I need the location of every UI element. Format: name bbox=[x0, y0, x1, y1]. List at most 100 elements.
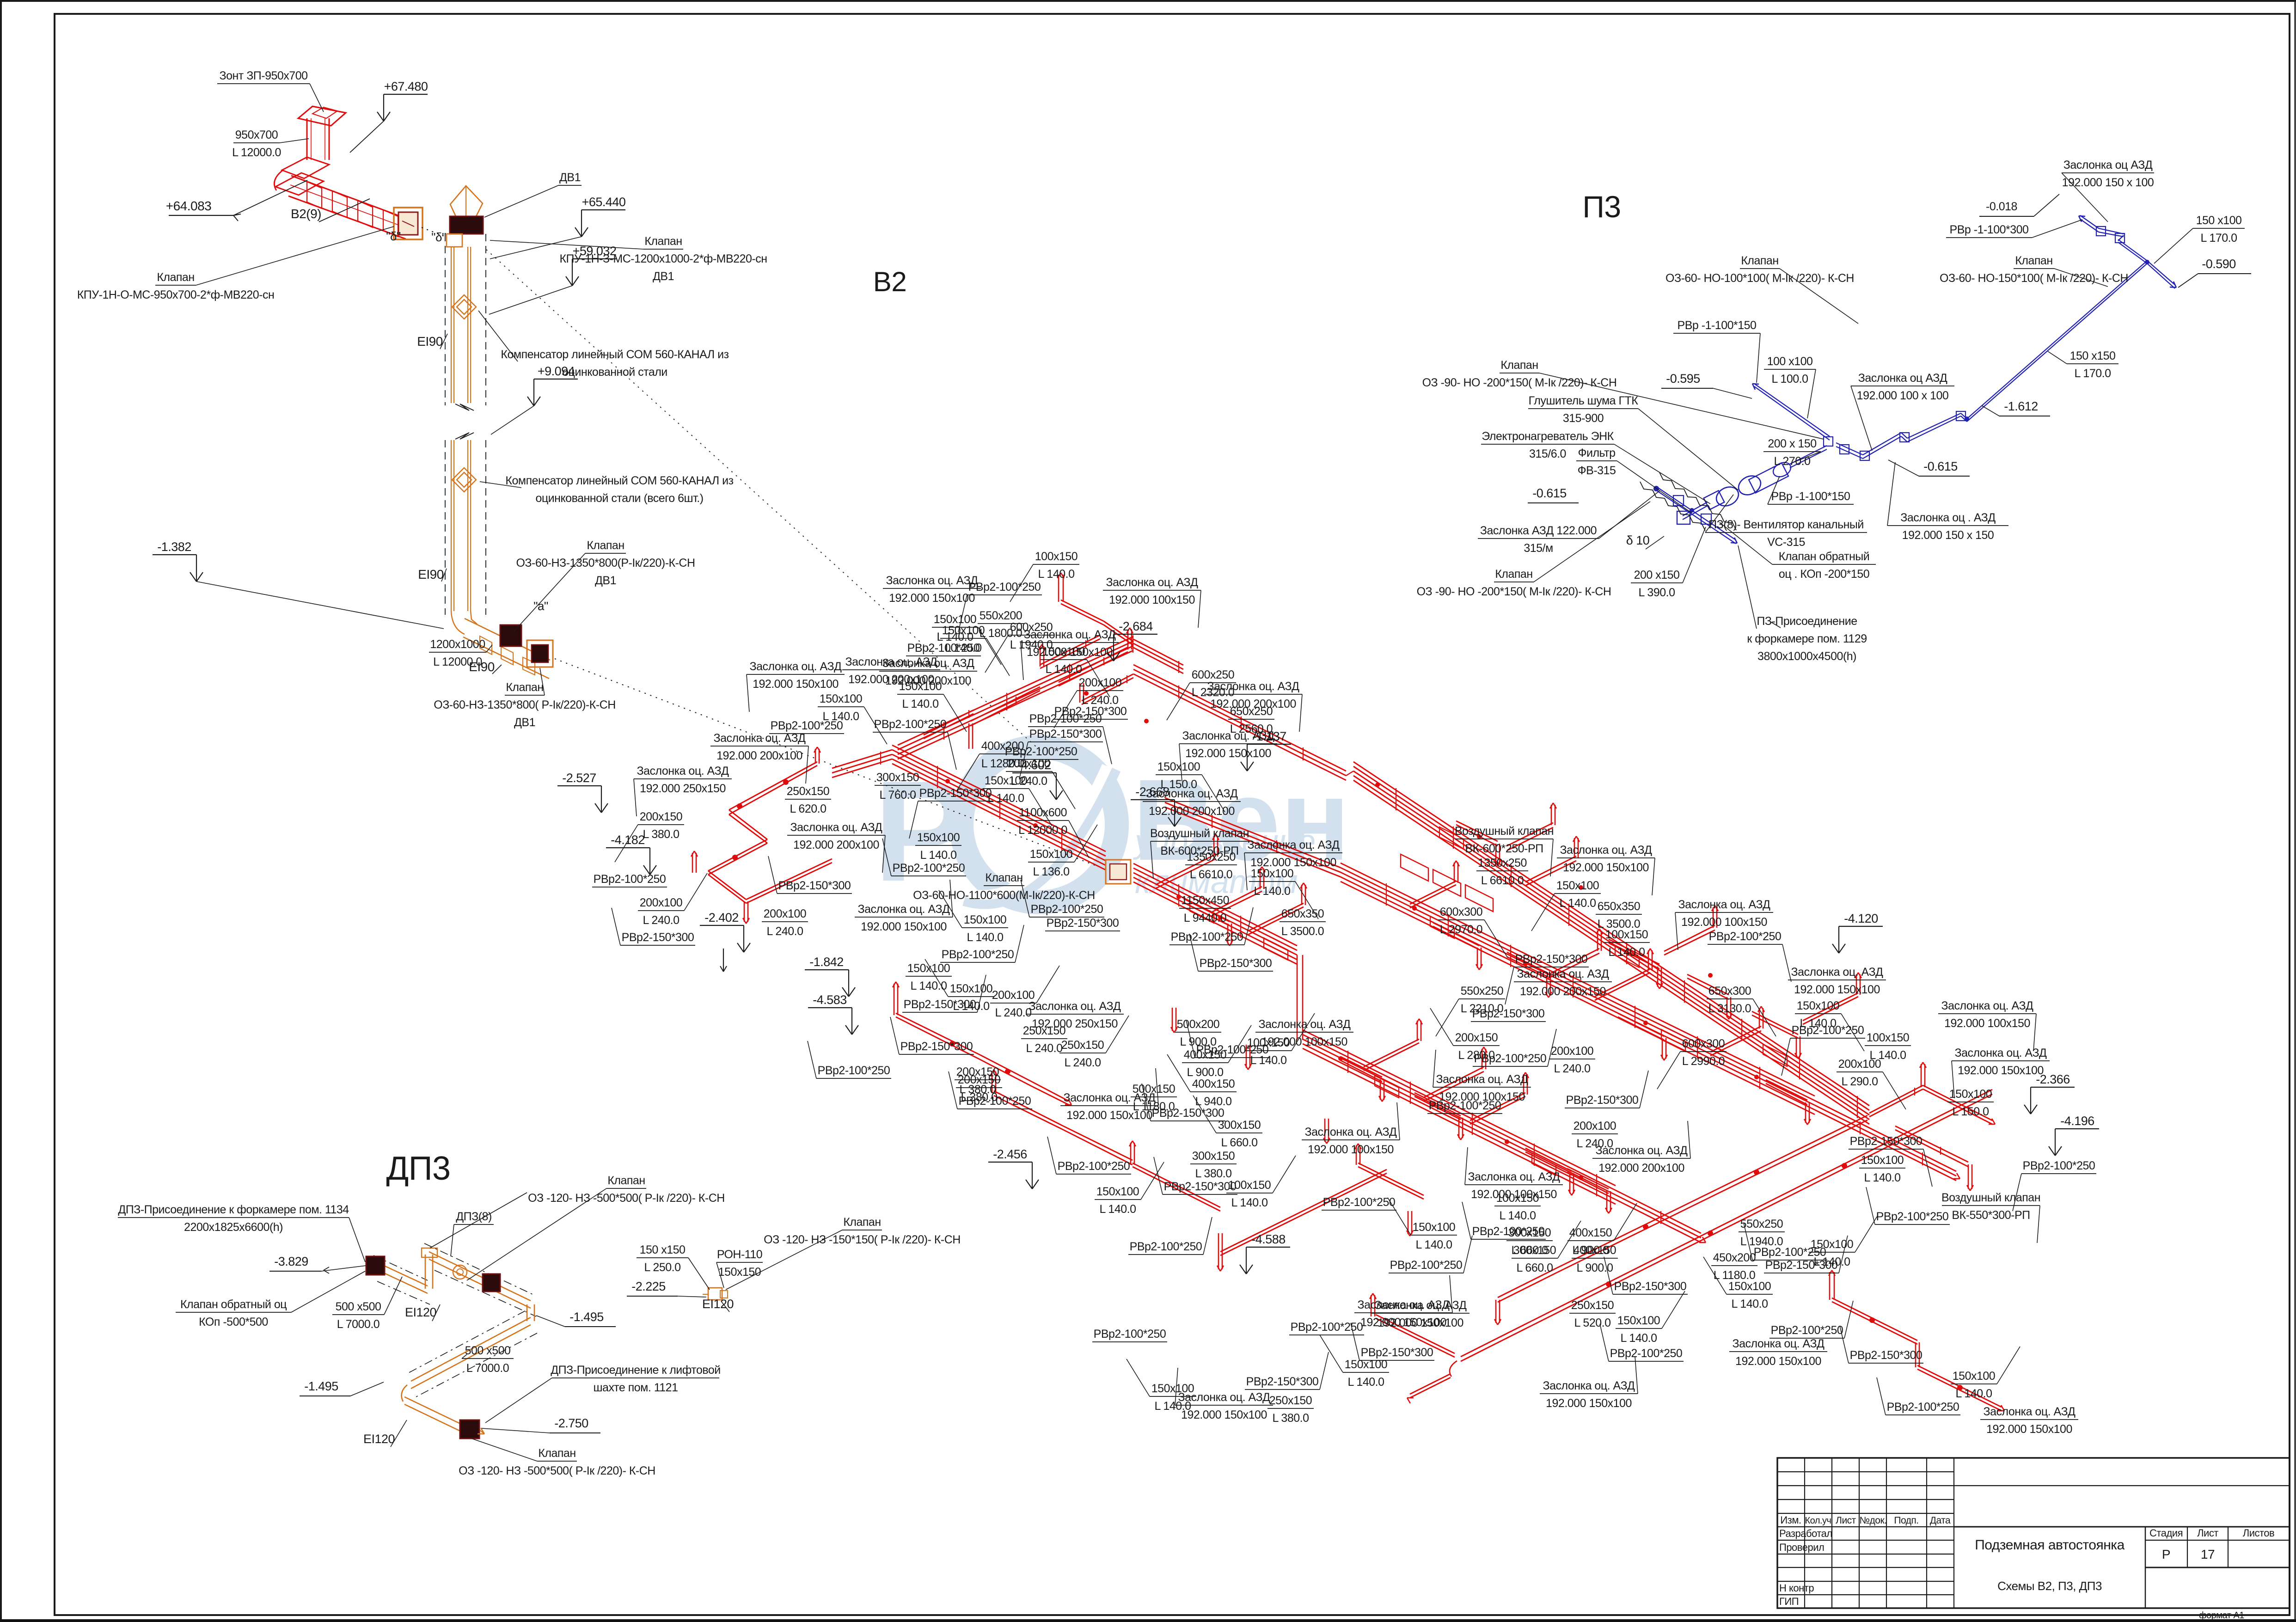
svg-text:Заслонка оц. АЗД: Заслонка оц. АЗД bbox=[1305, 1126, 1397, 1138]
svg-text:Клапан: Клапан bbox=[1500, 359, 1538, 372]
svg-text:L 390.0: L 390.0 bbox=[1639, 586, 1675, 599]
svg-text:EI120: EI120 bbox=[363, 1432, 395, 1446]
svg-text:-1.495: -1.495 bbox=[304, 1379, 338, 1393]
svg-text:РВр -1-100*150: РВр -1-100*150 bbox=[1771, 490, 1850, 503]
svg-text:L 140.0: L 140.0 bbox=[823, 710, 859, 723]
svg-text:L 2320.0: L 2320.0 bbox=[1192, 686, 1234, 699]
svg-text:150х100: 150х100 bbox=[1949, 1088, 1992, 1101]
svg-text:250х150: 250х150 bbox=[1269, 1394, 1312, 1407]
svg-text:650х300: 650х300 bbox=[1708, 985, 1751, 998]
svg-text:Заслонка оц . АЗД: Заслонка оц . АЗД bbox=[1900, 511, 1996, 524]
svg-text:Заслонка оц. АЗД: Заслонка оц. АЗД bbox=[1024, 628, 1116, 641]
svg-text:L 140.0: L 140.0 bbox=[1800, 1017, 1837, 1030]
svg-text:192.000 100 х 100: 192.000 100 х 100 bbox=[1857, 389, 1949, 402]
svg-text:Заслонка оц. АЗД: Заслонка оц. АЗД bbox=[1560, 844, 1653, 857]
svg-text:L 140.0: L 140.0 bbox=[1814, 1255, 1850, 1268]
svg-text:300х150: 300х150 bbox=[1192, 1150, 1235, 1163]
svg-text:150х100: 150х100 bbox=[985, 774, 1027, 787]
svg-text:L 6610.0: L 6610.0 bbox=[1190, 868, 1232, 881]
svg-text:ФВ-315: ФВ-315 bbox=[1578, 464, 1616, 477]
svg-text:650х250: 650х250 bbox=[1230, 705, 1273, 718]
svg-text:Заслонка оц. АЗД: Заслонка оц. АЗД bbox=[1733, 1337, 1825, 1350]
svg-text:192.000 100х150: 192.000 100х150 bbox=[1109, 594, 1195, 606]
svg-text:200х100: 200х100 bbox=[1574, 1120, 1616, 1132]
svg-text:450х200: 450х200 bbox=[1713, 1251, 1756, 1264]
svg-text:192.000 150х100: 192.000 150х100 bbox=[1066, 1109, 1152, 1122]
svg-text:Заслонка оц. АЗД: Заслонка оц. АЗД bbox=[1358, 1298, 1450, 1311]
svg-text:400х150: 400х150 bbox=[1184, 1048, 1226, 1061]
svg-text:РВр2-150*300: РВр2-150*300 bbox=[1472, 1007, 1545, 1020]
svg-text:192.000 150 х 150: 192.000 150 х 150 bbox=[1902, 529, 1994, 542]
svg-text:-1.137: -1.137 bbox=[1252, 729, 1286, 743]
svg-text:Заслонка оц. АЗД: Заслонка оц. АЗД bbox=[1064, 1091, 1156, 1104]
svg-text:РВр2-100*250: РВр2-100*250 bbox=[771, 719, 843, 732]
svg-text:192.000 150х100: 192.000 150х100 bbox=[861, 920, 947, 933]
svg-text:400х150: 400х150 bbox=[1192, 1077, 1235, 1090]
svg-text:Кол.уч: Кол.уч bbox=[1805, 1516, 1831, 1526]
svg-text:150х150: 150х150 bbox=[718, 1266, 761, 1279]
svg-text:L 140.0: L 140.0 bbox=[911, 979, 947, 992]
svg-text:Заслонка оц. АЗД: Заслонка оц. АЗД bbox=[714, 732, 806, 745]
svg-text:150х100: 150х100 bbox=[1556, 879, 1599, 892]
svg-text:L 150.0: L 150.0 bbox=[1161, 778, 1197, 791]
svg-text:КПУ-1Н-О-МС-950х700-2*ф-МВ220-: КПУ-1Н-О-МС-950х700-2*ф-МВ220-сн bbox=[77, 288, 275, 301]
svg-text:192.000 100х150: 192.000 100х150 bbox=[1261, 1035, 1347, 1048]
svg-text:Заслонка оц. АЗД: Заслонка оц. АЗД bbox=[1375, 1299, 1467, 1312]
svg-text:Изм.: Изм. bbox=[1780, 1514, 1801, 1526]
svg-text:600х250: 600х250 bbox=[1192, 668, 1234, 681]
svg-text:L 240.0: L 240.0 bbox=[1577, 1137, 1613, 1150]
svg-text:"δ": "δ" bbox=[386, 229, 401, 243]
svg-text:L 250.0: L 250.0 bbox=[644, 1261, 681, 1274]
svg-text:ОЗ -90- НО -200*150( М-Iк /220: ОЗ -90- НО -200*150( М-Iк /220)- К-СН bbox=[1422, 376, 1617, 389]
svg-text:200х150: 200х150 bbox=[1455, 1031, 1498, 1044]
svg-text:РВр2-150*300: РВр2-150*300 bbox=[1765, 1259, 1838, 1272]
svg-text:Заслонка оц. АЗД: Заслонка оц. АЗД bbox=[1259, 1018, 1351, 1031]
svg-text:РВр2-100*250: РВр2-100*250 bbox=[1094, 1328, 1166, 1340]
svg-text:-4.196: -4.196 bbox=[2060, 1114, 2094, 1128]
svg-text:ПЗ(8)- Вентилятор канальный: ПЗ(8)- Вентилятор канальный bbox=[1708, 518, 1864, 531]
svg-text:Клапан: Клапан bbox=[1741, 254, 1778, 267]
svg-text:-0.018: -0.018 bbox=[1986, 200, 2017, 213]
svg-text:L 660.0: L 660.0 bbox=[1512, 1244, 1548, 1257]
svg-text:192.000 200х100: 192.000 200х100 bbox=[1149, 805, 1235, 818]
svg-text:L 380.0: L 380.0 bbox=[643, 828, 680, 841]
svg-text:ДП3: ДП3 bbox=[386, 1150, 450, 1187]
svg-text:550х250: 550х250 bbox=[1461, 985, 1503, 998]
svg-text:шахте пом. 1121: шахте пом. 1121 bbox=[594, 1381, 678, 1394]
svg-text:-1.612: -1.612 bbox=[2004, 399, 2038, 413]
svg-text:Заслонка оц. АЗД: Заслонка оц. АЗД bbox=[750, 660, 842, 673]
svg-text:192.000 100х150: 192.000 100х150 bbox=[1944, 1017, 2030, 1030]
svg-text:Заслонка оц. АЗД: Заслонка оц. АЗД bbox=[1955, 1047, 2047, 1059]
svg-text:315/6.0: 315/6.0 bbox=[1529, 447, 1566, 460]
svg-text:-4.182: -4.182 bbox=[611, 833, 645, 847]
svg-text:150х100: 150х100 bbox=[1030, 848, 1072, 861]
svg-text:1100х600: 1100х600 bbox=[1019, 806, 1067, 819]
svg-text:ОЗ-60-НЗ-1350*800( Р-Iк/220)-К: ОЗ-60-НЗ-1350*800( Р-Iк/220)-К-СН bbox=[434, 698, 616, 711]
svg-text:150х100: 150х100 bbox=[1861, 1154, 1904, 1167]
svg-text:192.000 150х100: 192.000 150х100 bbox=[1958, 1064, 2044, 1077]
svg-text:150х100: 150х100 bbox=[1413, 1221, 1455, 1234]
svg-text:КОп -500*500: КОп -500*500 bbox=[199, 1316, 268, 1328]
svg-text:L 170.0: L 170.0 bbox=[2075, 367, 2111, 380]
svg-text:-2.225: -2.225 bbox=[631, 1279, 666, 1293]
svg-text:ДПЗ-Присоединение к форкамере: ДПЗ-Присоединение к форкамере пом. 1134 bbox=[118, 1203, 349, 1216]
svg-text:192.000 150х100: 192.000 150х100 bbox=[1546, 1397, 1632, 1410]
svg-text:ОЗ -120- НЗ -500*500( Р-Iк /: ОЗ -120- НЗ -500*500( Р-Iк /220)- К-СН bbox=[528, 1192, 725, 1205]
svg-text:L 140.0: L 140.0 bbox=[1155, 1400, 1191, 1413]
svg-text:РВр2-100*250: РВр2-100*250 bbox=[968, 581, 1041, 594]
svg-text:РВр2-150*300: РВр2-150*300 bbox=[1152, 1107, 1225, 1120]
svg-text:РВр2-100*250: РВр2-100*250 bbox=[1130, 1240, 1202, 1253]
svg-text:ОЗ-60- НО-100*100( М-Iк /220): ОЗ-60- НО-100*100( М-Iк /220)- К-СН bbox=[1665, 272, 1854, 285]
svg-text:L 1800.0: L 1800.0 bbox=[980, 627, 1022, 640]
svg-text:L 240.0: L 240.0 bbox=[1082, 694, 1119, 707]
svg-text:ДПЗ(8): ДПЗ(8) bbox=[456, 1210, 492, 1223]
svg-text:-3.829: -3.829 bbox=[274, 1255, 308, 1268]
svg-text:+64.083: +64.083 bbox=[166, 199, 212, 213]
svg-text:250х150: 250х150 bbox=[1023, 1024, 1065, 1037]
svg-text:150х100: 150х100 bbox=[899, 680, 942, 693]
svg-text:L 1940.0: L 1940.0 bbox=[1740, 1235, 1783, 1248]
svg-text:1200х1000: 1200х1000 bbox=[430, 638, 485, 651]
svg-text:100х150: 100х150 bbox=[1867, 1031, 1909, 1044]
svg-text:950х700: 950х700 bbox=[235, 129, 278, 141]
svg-text:РВр2-150*300: РВр2-150*300 bbox=[1614, 1280, 1687, 1293]
